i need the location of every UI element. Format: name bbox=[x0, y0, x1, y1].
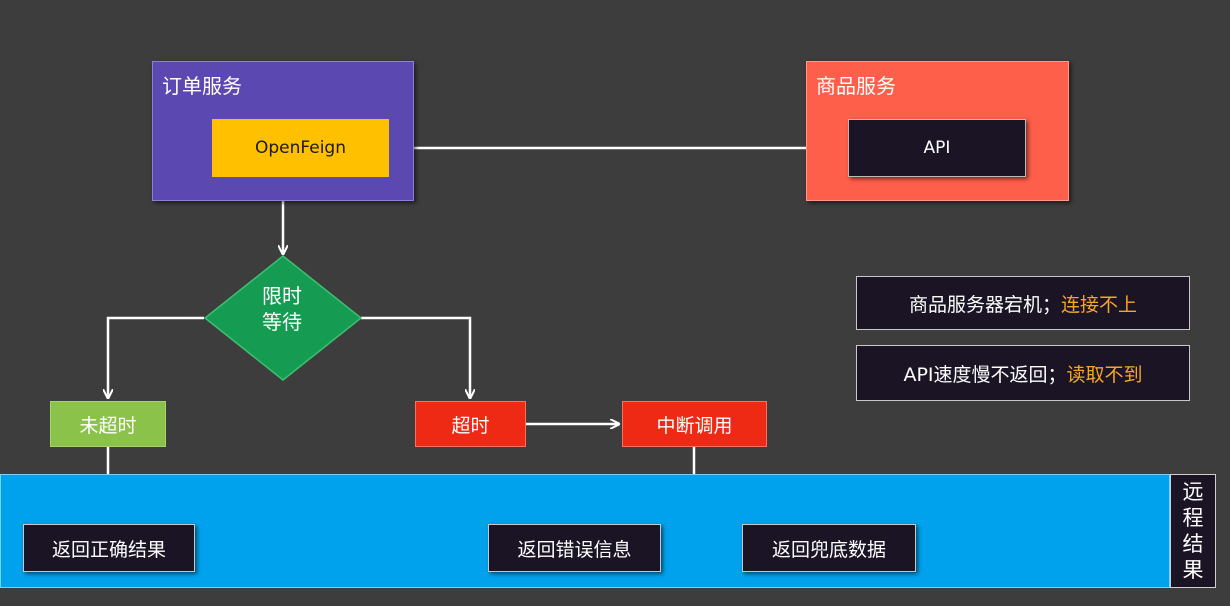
openfeign-box: OpenFeign bbox=[212, 119, 389, 177]
remote-label-char-4: 果 bbox=[1182, 558, 1204, 582]
note-api-slow-text: API速度慢不返回； bbox=[903, 363, 1067, 386]
return-error-info-box: 返回错误信息 bbox=[488, 524, 661, 572]
timeout-box: 超时 bbox=[415, 401, 526, 447]
arrow-decision-to-not-timeout bbox=[108, 316, 204, 398]
note-server-down-text: 商品服务器宕机； bbox=[908, 293, 1061, 316]
remote-result-label: 远 程 结 果 bbox=[1170, 474, 1216, 588]
remote-label-char-2: 程 bbox=[1182, 506, 1204, 530]
interrupt-call-box: 中断调用 bbox=[622, 401, 767, 447]
api-box: API bbox=[848, 119, 1026, 177]
return-correct-result-box: 返回正确结果 bbox=[23, 524, 195, 572]
note-server-down-highlight: 连接不上 bbox=[1061, 293, 1138, 316]
decision-label: 限时 等待 bbox=[222, 283, 342, 349]
note-server-down: 商品服务器宕机；连接不上 bbox=[856, 276, 1190, 330]
note-api-slow: API速度慢不返回；读取不到 bbox=[856, 345, 1190, 401]
decision-line-2: 等待 bbox=[262, 310, 302, 334]
remote-label-char-3: 结 bbox=[1182, 532, 1204, 556]
product-service-title: 商品服务 bbox=[816, 74, 896, 98]
arrow-decision-to-timeout bbox=[361, 316, 470, 398]
decision-diamond bbox=[203, 255, 363, 381]
remote-label-char-1: 远 bbox=[1182, 480, 1204, 504]
decision-line-1: 限时 bbox=[262, 284, 302, 308]
order-service-title: 订单服务 bbox=[162, 74, 242, 98]
not-timeout-box: 未超时 bbox=[50, 401, 166, 447]
return-fallback-data-box: 返回兜底数据 bbox=[742, 524, 916, 572]
note-api-slow-highlight: 读取不到 bbox=[1066, 363, 1143, 386]
